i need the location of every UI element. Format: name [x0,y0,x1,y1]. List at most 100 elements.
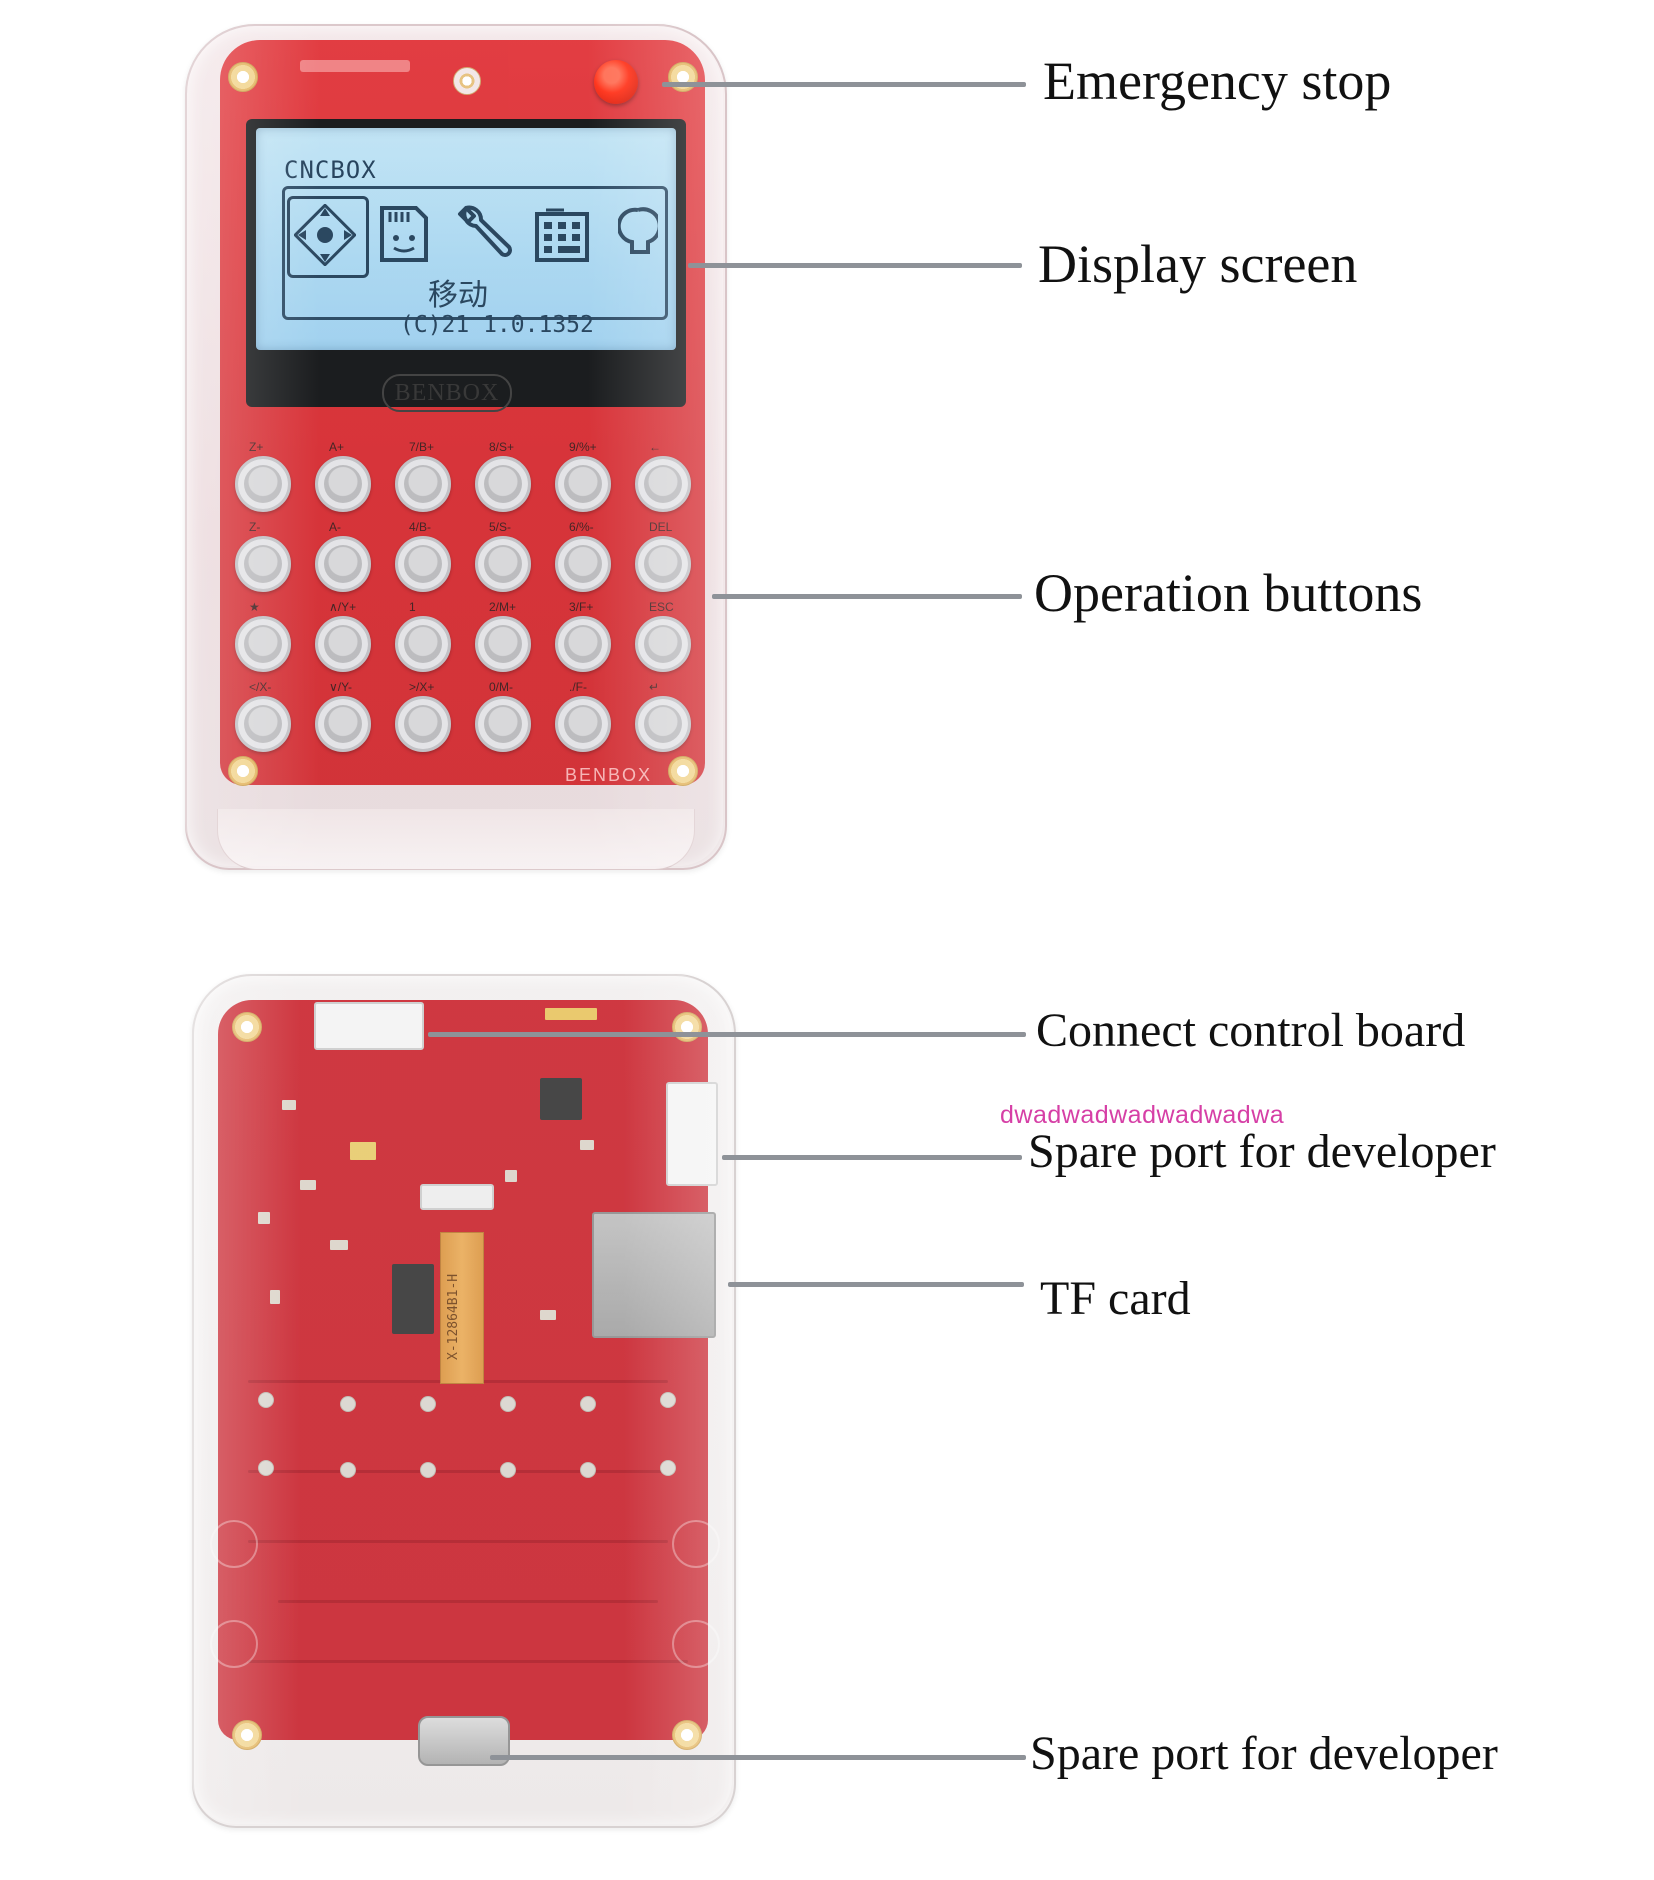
key-label: ↵ [649,680,660,694]
leader-line-operation-buttons [712,594,1022,599]
key-label: 4/B- [409,520,432,534]
pcb-trace [248,1540,668,1543]
key-label: Z+ [249,440,264,454]
smd-component [282,1100,296,1110]
sd-card-icon [376,204,430,264]
solder-pad [580,1462,596,1478]
key-label: </X- [249,680,272,694]
board-brand: BENBOX [565,765,653,785]
keypad-button[interactable] [635,536,691,592]
keypad-button[interactable] [475,616,531,672]
pcb-trace [278,1600,658,1603]
crystal [350,1142,376,1160]
front-case-skirt [217,809,695,870]
case-standoff [210,1520,258,1568]
solder-pad [258,1460,274,1476]
keypad-button[interactable] [235,456,291,512]
label-emergency-stop: Emergency stop [1043,51,1392,111]
emergency-stop-button[interactable] [594,60,638,104]
keypad-button[interactable] [235,616,291,672]
keypad-button[interactable] [315,456,371,512]
key-label: 5/S- [489,520,512,534]
mount-screw [228,62,258,92]
control-board-connector [314,1002,424,1050]
label-spare-port-1: Spare port for developer [1028,1125,1496,1178]
keypad-button[interactable] [635,696,691,752]
bulb-icon [618,206,658,264]
case-standoff [210,1620,258,1668]
keypad-button[interactable] [235,536,291,592]
keypad-button[interactable] [635,456,691,512]
solder-pad [340,1462,356,1478]
pcb-trace [248,1660,688,1663]
label-display-screen: Display screen [1038,234,1358,294]
key-label: 2/M+ [489,600,517,614]
keypad-button[interactable] [315,616,371,672]
smd-component [580,1140,594,1150]
leader-line-tf-card [728,1282,1024,1287]
key-label: DEL [649,520,673,534]
key-label: ← [649,440,661,454]
keypad-button[interactable] [235,696,291,752]
keypad-button[interactable] [555,536,611,592]
label-spare-port-2: Spare port for developer [1030,1727,1498,1780]
case-standoff [672,1520,720,1568]
keypad-button[interactable] [395,456,451,512]
lcd-title: CNCBOX [284,156,377,184]
keypad-button[interactable] [475,696,531,752]
keypad-button[interactable] [555,456,611,512]
key-label: 6/%- [569,520,594,534]
mount-screw [668,756,698,786]
label-connect-control-board: Connect control board [1036,1004,1466,1057]
solder-pad [660,1392,676,1408]
mount-screw [232,1012,262,1042]
keypad-button[interactable] [395,696,451,752]
keypad-button[interactable] [555,696,611,752]
mount-screw [672,1720,702,1750]
mount-screw [672,1012,702,1042]
lcd-selected-item [287,196,369,278]
keypad-button[interactable] [475,536,531,592]
flex-cable-text: X-12864B1-H [446,1273,461,1360]
tf-card-slot[interactable] [592,1212,716,1338]
key-label: ./F- [569,680,587,694]
solder-pad [500,1462,516,1478]
pcb-silkscreen [300,60,410,72]
key-label: 0/M- [489,680,513,694]
key-label: A+ [329,440,345,454]
case-standoff [672,1620,720,1668]
mount-screw [232,1720,262,1750]
pcb-trace [248,1470,668,1473]
move-icon [294,204,356,266]
smd-component [330,1240,348,1250]
watermark-text: dwadwadwadwadwadwa [1000,1101,1285,1129]
keypad-button[interactable] [395,616,451,672]
keypad-button[interactable] [635,616,691,672]
solder-pad [340,1396,356,1412]
keypad-button[interactable] [475,456,531,512]
key-label: Z- [249,520,261,534]
indicator-led [453,67,481,95]
keypad-button[interactable] [315,536,371,592]
lcd-flex-cable [440,1232,484,1384]
key-label: ∧/Y+ [329,600,357,614]
smd-component [540,1310,556,1320]
solder-pad [580,1396,596,1412]
keypad-icon [534,206,590,264]
smd-component [270,1290,280,1304]
leader-line-connect-control-board [428,1032,1026,1037]
key-label: 9/%+ [569,440,597,454]
lcd-version: (C)21 1.0.1352 [400,312,594,338]
gold-fingers [545,1008,597,1020]
key-label: 8/S+ [489,440,515,454]
leader-line-emergency-stop [662,82,1026,87]
key-label: ESC [649,600,674,614]
keypad-button[interactable] [395,536,451,592]
smd-component [258,1212,270,1224]
keypad-button[interactable] [555,616,611,672]
developer-port-connector [666,1082,718,1186]
key-label: ★ [249,600,260,614]
label-tf-card: TF card [1040,1272,1191,1325]
keypad-button[interactable] [315,696,371,752]
label-operation-buttons: Operation buttons [1034,563,1423,623]
